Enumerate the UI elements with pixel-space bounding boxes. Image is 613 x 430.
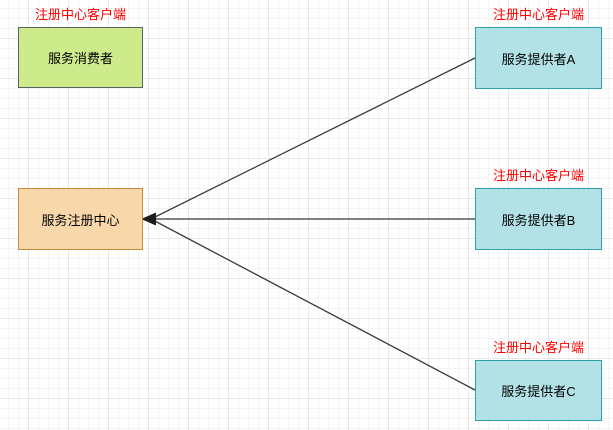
node-label: 服务提供者B — [501, 212, 576, 228]
registry-client-tag-consumer[interactable]: 注册中心客户端 — [34, 7, 126, 22]
node-service-provider-a[interactable]: 服务提供者A — [475, 27, 602, 89]
edge-provider-a-to-registry[interactable] — [150, 57, 476, 220]
node-label: 服务消费者 — [47, 51, 113, 66]
arrowhead-into-registry — [142, 212, 156, 226]
node-label: 服务提供者C — [501, 384, 576, 399]
node-service-registry[interactable]: 服务注册中心 — [18, 188, 143, 250]
registry-client-tag-provider-a[interactable]: 注册中心客户端 — [492, 7, 584, 22]
node-service-consumer[interactable]: 服务消费者 — [18, 27, 143, 88]
edge-provider-c-to-registry[interactable] — [150, 218, 476, 391]
node-service-provider-b[interactable]: 服务提供者B — [475, 188, 602, 250]
registry-client-tag-provider-c[interactable]: 注册中心客户端 — [492, 340, 584, 355]
node-label: 服务注册中心 — [41, 212, 120, 228]
registry-client-tag-provider-b[interactable]: 注册中心客户端 — [492, 168, 584, 183]
node-service-provider-c[interactable]: 服务提供者C — [475, 360, 602, 421]
node-label: 服务提供者A — [501, 51, 576, 67]
